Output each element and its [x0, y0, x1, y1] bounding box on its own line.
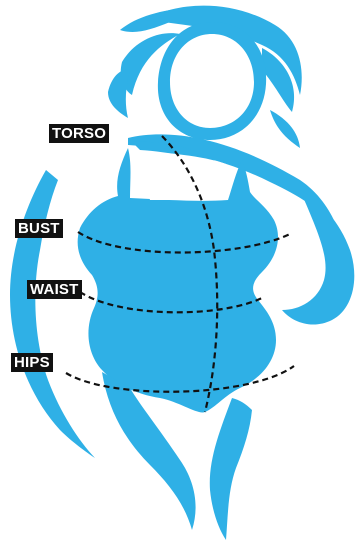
label-torso: TORSO [49, 124, 109, 143]
head-outline [158, 22, 266, 140]
hair-stroke [108, 70, 130, 118]
hair-stroke [270, 110, 300, 148]
label-bust: BUST [15, 219, 63, 238]
right-arm [282, 190, 354, 325]
right-leg [210, 398, 252, 540]
label-hips: HIPS [11, 353, 53, 372]
label-waist: WAIST [27, 280, 82, 299]
left-arm [10, 170, 95, 458]
